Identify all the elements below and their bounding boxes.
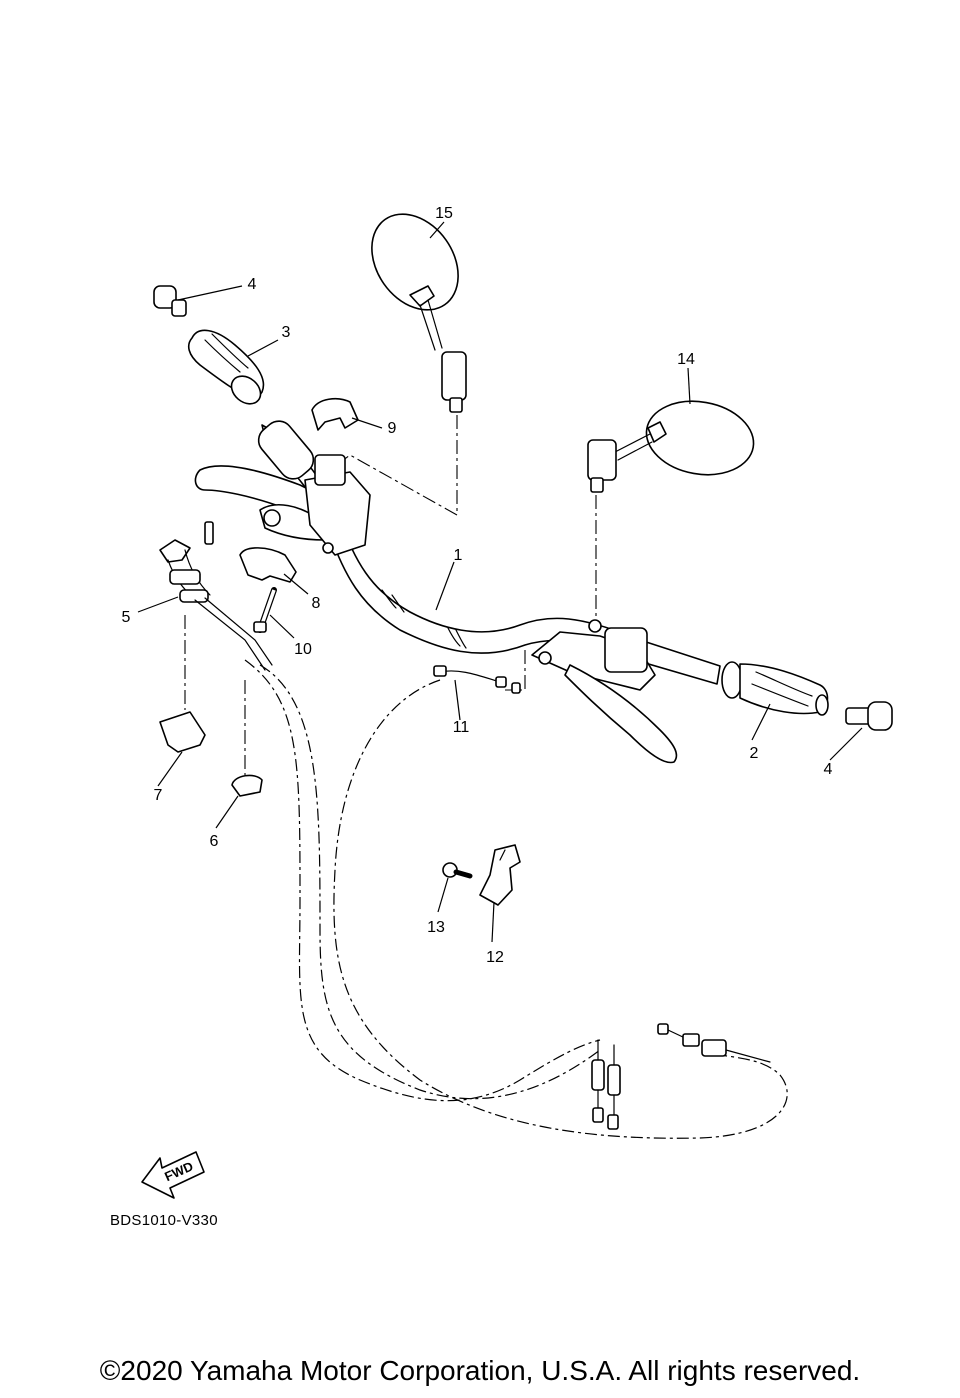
callout-11: 11	[453, 719, 470, 736]
callout-15: 15	[435, 205, 453, 222]
diagram-reference-code: BDS1010-V330	[110, 1212, 218, 1229]
part-10-bolt	[253, 587, 277, 633]
clutch-cable-adjuster	[657, 1023, 771, 1063]
part-8-clamp	[239, 547, 297, 583]
part-9-clamp	[311, 397, 359, 431]
clutch-lever-assembly	[194, 454, 371, 556]
part-3-left-grip	[187, 329, 265, 405]
callout-labels: 1 2 3 4 4 5 6 7 8 9 10 11 12 13 14 15	[122, 205, 833, 966]
callout-8: 8	[312, 595, 321, 612]
part-11-clutch-cable	[433, 665, 521, 694]
callout-3: 3	[282, 324, 291, 341]
callout-5: 5	[122, 609, 131, 626]
callout-6: 6	[210, 833, 219, 850]
part-6-clip	[231, 774, 263, 797]
forward-arrow-icon: FWD	[141, 1151, 205, 1199]
callout-12: 12	[486, 949, 504, 966]
callout-9: 9	[388, 420, 397, 437]
part-4-right-bar-end-weight	[845, 701, 893, 731]
copyright-notice: ©2020 Yamaha Motor Corporation, U.S.A. A…	[99, 1355, 861, 1386]
left-bar-end	[257, 420, 315, 480]
handlebar	[261, 424, 721, 685]
callout-4-right: 4	[824, 761, 833, 778]
cable-routing	[244, 659, 788, 1139]
right-control-housing	[531, 619, 678, 764]
cable-adjusters	[591, 1039, 621, 1130]
part-15-left-mirror	[371, 213, 467, 413]
part-14-right-mirror	[587, 400, 755, 493]
leader-lines	[137, 221, 863, 943]
callout-2: 2	[750, 745, 759, 762]
callout-14: 14	[677, 351, 695, 368]
part-7-holder	[159, 711, 206, 753]
part-5-throttle-cable	[159, 521, 273, 671]
callout-4-left: 4	[248, 276, 257, 293]
part-13-screw	[442, 862, 473, 879]
callout-10: 10	[294, 641, 312, 658]
callout-1: 1	[454, 547, 463, 564]
part-4-left-bar-end-weight	[153, 285, 187, 317]
part-2-right-grip	[721, 661, 829, 716]
callout-13: 13	[427, 919, 445, 936]
callout-7: 7	[154, 787, 163, 804]
part-12-bracket	[479, 844, 521, 906]
